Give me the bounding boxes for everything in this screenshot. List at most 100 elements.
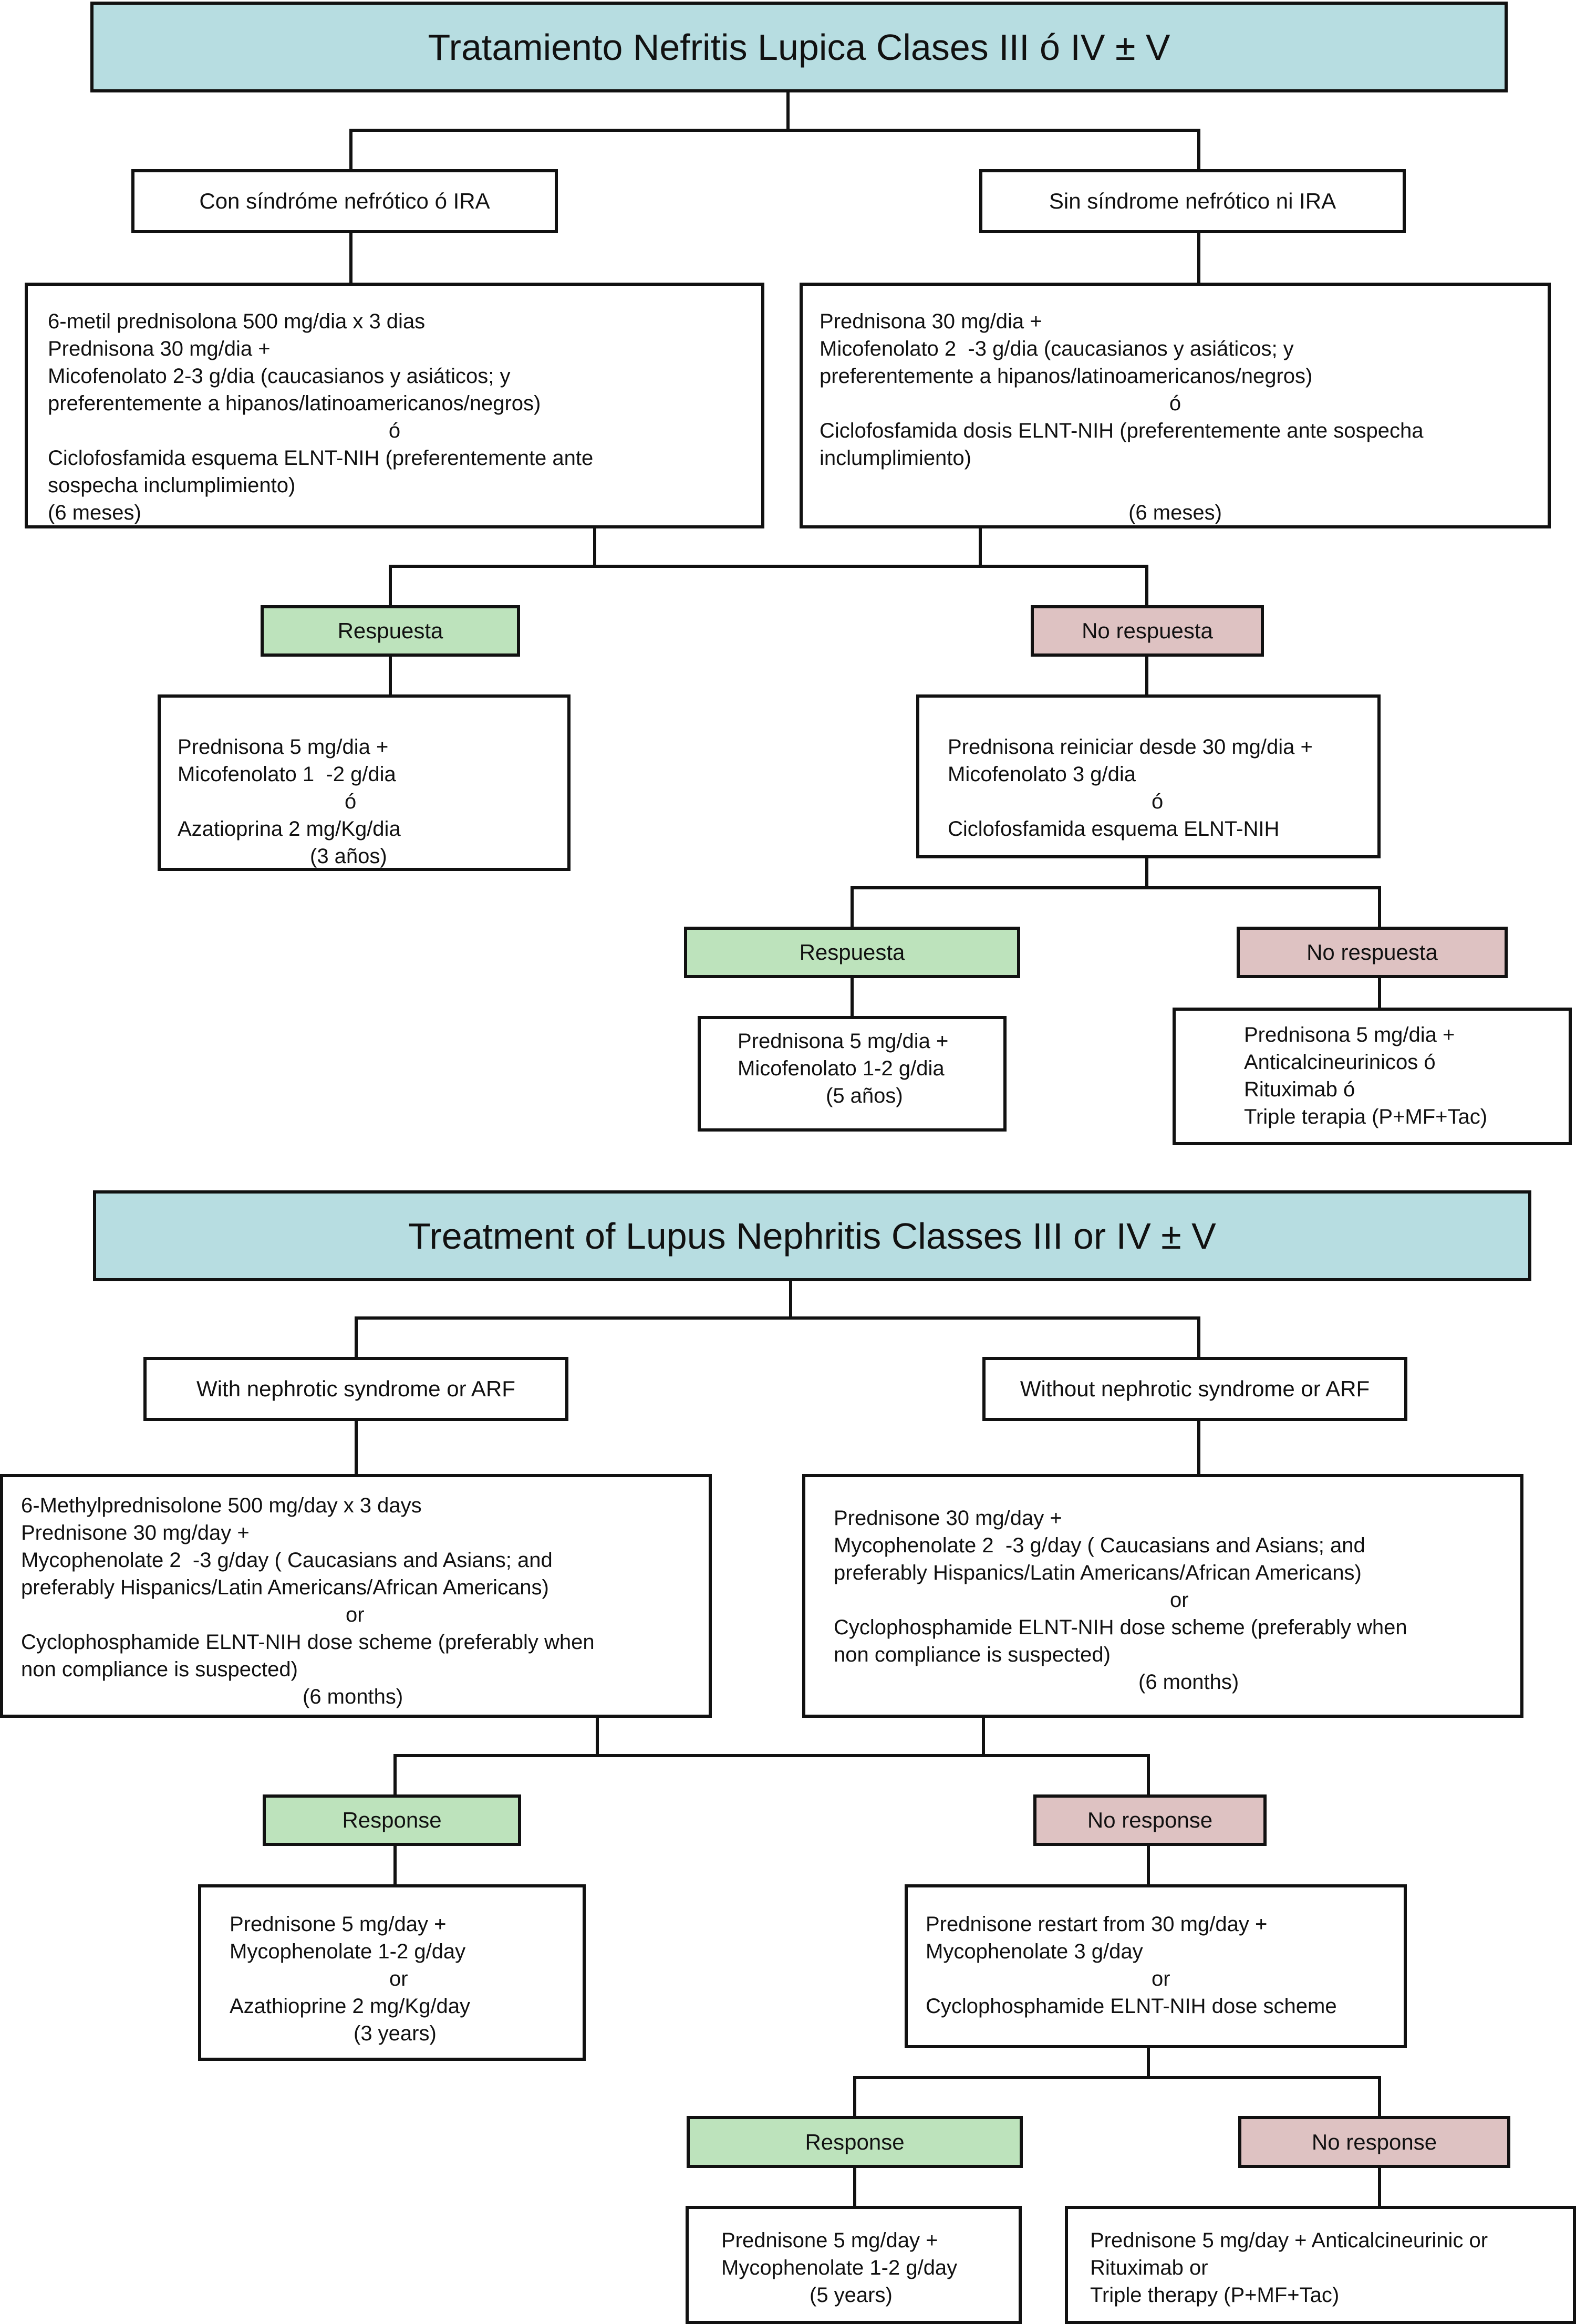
text-line: ó xyxy=(1152,790,1164,813)
text-line: (5 años) xyxy=(826,1084,903,1107)
text-line: Prednisone 5 mg/day + xyxy=(230,1913,447,1936)
connector-rescue-split-es xyxy=(851,857,1381,928)
text-line: ó xyxy=(1169,392,1181,415)
text-line: or xyxy=(389,1967,408,1990)
text-line xyxy=(820,472,1548,499)
title-en: Treatment of Lupus Nephritis Classes III… xyxy=(408,1215,1216,1257)
text-line: (6 meses) xyxy=(48,501,141,524)
text-line: Micofenolato 1 -2 g/dia xyxy=(178,763,396,786)
text-line: ó xyxy=(388,419,401,442)
connector-response-es xyxy=(389,655,1148,696)
text-line: non compliance is suspected) xyxy=(834,1643,1111,1666)
text-line: or xyxy=(1152,1967,1170,1990)
text-line: preferably Hispanics/Latin Americans/Afr… xyxy=(21,1576,549,1599)
connector-conditions-es xyxy=(349,232,1200,284)
response-es-label: Respuesta xyxy=(337,618,443,643)
text-line: Micofenolato 2-3 g/dia (caucasianos y as… xyxy=(48,365,511,388)
connector-title-split-es xyxy=(349,91,1200,171)
text-line: Prednisone 30 mg/day + xyxy=(834,1507,1062,1530)
response-en-label: Response xyxy=(342,1808,442,1832)
text-line: Prednisona 5 mg/dia + xyxy=(1244,1023,1455,1046)
title-es: Tratamiento Nefritis Lupica Clases III ó… xyxy=(428,26,1170,68)
condition-nephrotic-es-label: Con síndróme nefrótico ó IRA xyxy=(199,189,490,213)
text-line: or xyxy=(1170,1589,1189,1612)
text-line: Prednisona 30 mg/dia + xyxy=(48,337,271,360)
rescue-maintenance-es: Prednisona 5 mg/dia + Micofenolato 1-2 g… xyxy=(698,1016,1007,1132)
text-line: Mycophenolate 2 -3 g/day ( Caucasians an… xyxy=(834,1534,1365,1557)
induction-non-nephrotic-en: Prednisone 30 mg/day + Mycophenolate 2 -… xyxy=(802,1474,1523,1718)
text-line: Rituximab or xyxy=(1090,2256,1208,2279)
text-line: ó xyxy=(345,790,357,813)
connector-response-en xyxy=(393,1844,1150,1886)
condition-nephrotic-es: Con síndróme nefrótico ó IRA xyxy=(131,169,558,233)
response-en: Response xyxy=(263,1794,521,1846)
condition-non-nephrotic-en: Without nephrotic syndrome or ARF xyxy=(982,1357,1407,1421)
refractory-es: Prednisona 5 mg/dia + Anticalcineurinico… xyxy=(1173,1008,1572,1145)
text-line: Prednisona 5 mg/dia + xyxy=(178,735,389,759)
text-line: Ciclofosfamida esquema ELNT-NIH xyxy=(948,817,1280,841)
text-line: 6-metil prednisolona 500 mg/dia x 3 dias xyxy=(48,310,426,333)
connector-induction-merge-es xyxy=(389,527,1148,607)
text-line: (3 years) xyxy=(354,2022,437,2045)
text-line: Prednisone 5 mg/day + Anticalcineurinic … xyxy=(1090,2229,1488,2252)
no-response2-es: No respuesta xyxy=(1237,927,1508,978)
condition-nephrotic-en-label: With nephrotic syndrome or ARF xyxy=(196,1376,515,1401)
text-line: Prednisone 5 mg/day + xyxy=(721,2229,938,2252)
connector-induction-merge-en xyxy=(393,1716,1150,1796)
text-line: Cyclophosphamide ELNT-NIH dose scheme (p… xyxy=(21,1631,595,1654)
maintenance-en: Prednisone 5 mg/day + Mycophenolate 1-2 … xyxy=(198,1884,586,2061)
text-line: Prednisona reiniciar desde 30 mg/dia + xyxy=(948,735,1313,759)
condition-non-nephrotic-es: Sin síndrome nefrótico ni IRA xyxy=(979,169,1406,233)
no-response2-en: No response xyxy=(1238,2116,1510,2168)
text-line: inclumplimiento) xyxy=(820,447,971,470)
text-line: Prednisone 30 mg/day + xyxy=(21,1521,250,1544)
induction-non-nephrotic-es: Prednisona 30 mg/dia + Micofenolato 2 -3… xyxy=(800,283,1551,528)
no-response2-es-label: No respuesta xyxy=(1307,940,1438,964)
text-line: Mycophenolate 3 g/day xyxy=(926,1940,1143,1963)
text-line: Mycophenolate 2 -3 g/day ( Caucasians an… xyxy=(21,1549,553,1572)
text-line: Prednisona 5 mg/dia + xyxy=(738,1030,949,1053)
text-line: Mycophenolate 1-2 g/day xyxy=(230,1940,466,1963)
text-line: preferentemente a hipanos/latinoamerican… xyxy=(48,392,541,415)
induction-nephrotic-en: 6-Methylprednisolone 500 mg/day x 3 days… xyxy=(0,1474,712,1718)
no-response-en-label: No response xyxy=(1087,1808,1213,1832)
text-line: Micofenolato 2 -3 g/dia (caucasianos y a… xyxy=(820,337,1294,360)
connector-response2-en xyxy=(853,2166,1381,2207)
text-line: (5 years) xyxy=(810,2284,893,2307)
text-line: preferentemente a hipanos/latinoamerican… xyxy=(820,365,1313,388)
condition-non-nephrotic-en-label: Without nephrotic syndrome or ARF xyxy=(1020,1376,1370,1401)
no-response-es: No respuesta xyxy=(1031,605,1264,657)
text-line: Cyclophosphamide ELNT-NIH dose scheme xyxy=(926,1995,1337,2018)
text-line: Micofenolato 1-2 g/dia xyxy=(738,1057,945,1080)
connector-rescue-split-en xyxy=(853,2047,1381,2118)
no-response-en: No response xyxy=(1033,1794,1267,1846)
text-line: sospecha inclumplimiento) xyxy=(48,474,296,497)
rescue-es: Prednisona reiniciar desde 30 mg/dia + M… xyxy=(916,694,1381,858)
text-line: Rituximab ó xyxy=(1244,1078,1355,1101)
response2-en: Response xyxy=(687,2116,1023,2168)
text-line: Mycophenolate 1-2 g/day xyxy=(721,2256,958,2279)
text-line: non compliance is suspected) xyxy=(21,1658,298,1681)
text-line: Cyclophosphamide ELNT-NIH dose scheme (p… xyxy=(834,1616,1407,1639)
text-line: (6 months) xyxy=(1138,1671,1239,1694)
text-line: Triple therapy (P+MF+Tac) xyxy=(1090,2284,1340,2307)
text-line: Prednisona 30 mg/dia + xyxy=(820,310,1042,333)
refractory-en: Prednisone 5 mg/day + Anticalcineurinic … xyxy=(1065,2206,1576,2324)
text-line: Micofenolato 3 g/dia xyxy=(948,763,1136,786)
no-response-es-label: No respuesta xyxy=(1082,618,1213,643)
condition-nephrotic-en: With nephrotic syndrome or ARF xyxy=(143,1357,568,1421)
response2-es: Respuesta xyxy=(684,927,1020,978)
rescue-maintenance-en: Prednisone 5 mg/day + Mycophenolate 1-2 … xyxy=(686,2206,1022,2324)
text-line: 6-Methylprednisolone 500 mg/day x 3 days xyxy=(21,1494,422,1517)
text-line: preferably Hispanics/Latin Americans/Afr… xyxy=(834,1561,1362,1584)
no-response2-en-label: No response xyxy=(1311,2129,1437,2154)
title-box-es: Tratamiento Nefritis Lupica Clases III ó… xyxy=(90,2,1508,92)
connector-title-split-en xyxy=(355,1280,1200,1358)
text-line: Prednisone restart from 30 mg/day + xyxy=(926,1913,1268,1936)
text-line: (6 meses) xyxy=(1128,501,1222,524)
induction-nephrotic-es: 6-metil prednisolona 500 mg/dia x 3 dias… xyxy=(25,283,764,528)
text-line: Azathioprine 2 mg/Kg/day xyxy=(230,1995,471,2018)
response-es: Respuesta xyxy=(261,605,520,657)
text-line: or xyxy=(346,1603,365,1626)
